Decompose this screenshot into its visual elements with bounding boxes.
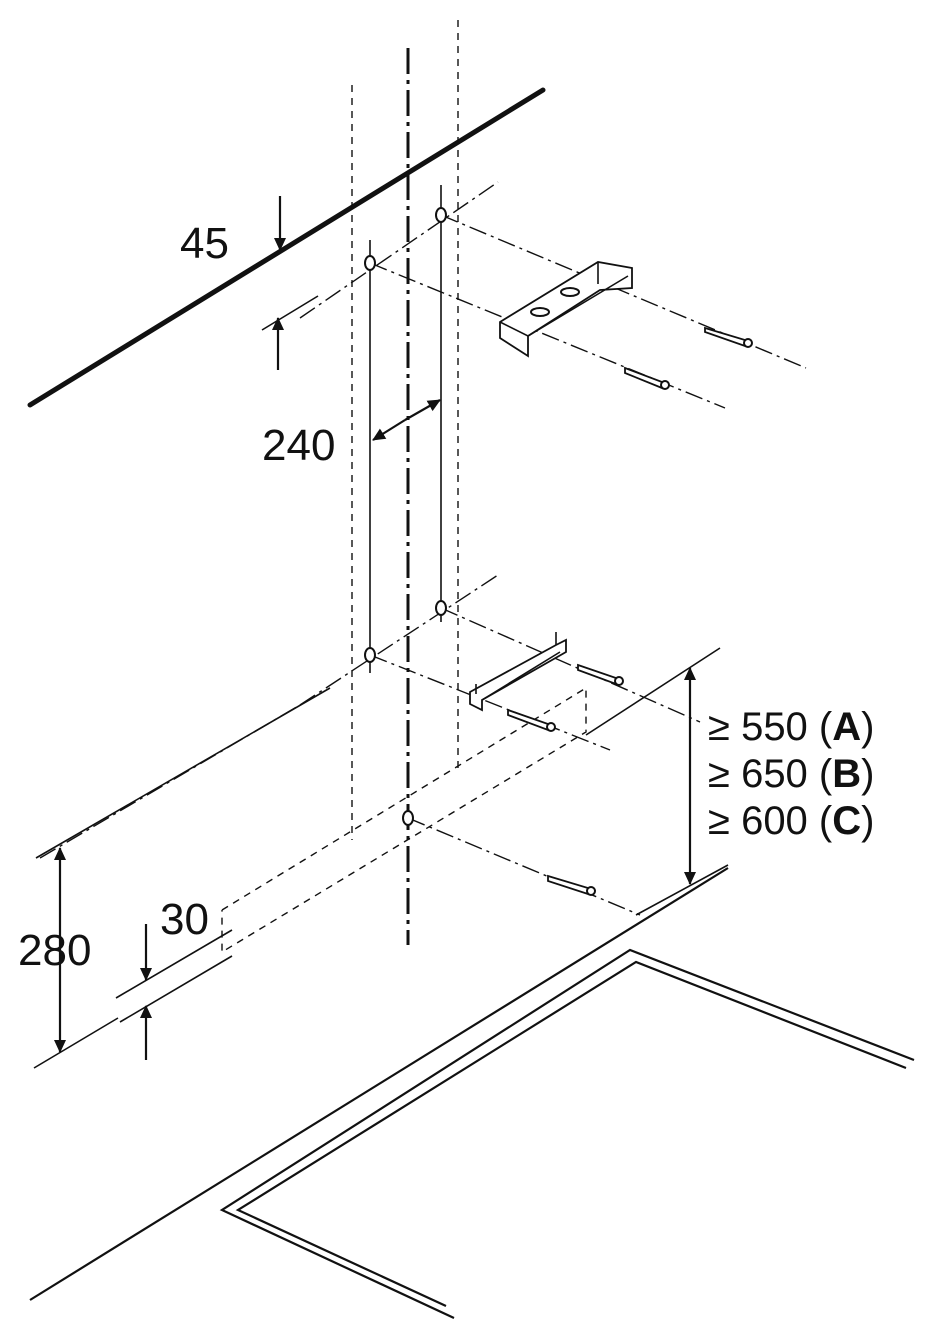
dim-240-arrow-2	[404, 399, 441, 421]
clearance-c-text: ≥ 600 (	[708, 799, 833, 843]
upper-projection-3	[369, 262, 726, 409]
mounting-hole-bottom	[402, 810, 414, 826]
mounting-hole-mid-left	[364, 647, 376, 663]
hob-outer-frame	[219, 948, 915, 1319]
dim-280-label: 280	[18, 926, 91, 975]
mounting-hole-top-left	[364, 255, 376, 271]
hob-inner-frame	[235, 960, 907, 1307]
dim-280-ext-top	[35, 687, 331, 859]
dim-30-ext-bottom	[119, 955, 233, 1023]
lower-bracket-outline	[221, 686, 587, 954]
mounting-hole-mid-right	[435, 600, 447, 616]
dim-240-arrow	[372, 419, 406, 441]
clearance-a-text: ≥ 550 (	[708, 705, 833, 749]
bottom-projection	[407, 817, 641, 916]
upper-projection-2	[440, 214, 807, 369]
worktop-front-edge	[29, 867, 729, 1301]
lower-projection-1	[299, 574, 499, 706]
lower-projection-3	[369, 654, 611, 751]
upper-bracket	[499, 261, 633, 358]
dim-280-ext-bottom	[33, 1017, 119, 1069]
clearance-a: ≥ 550 (A)	[708, 705, 874, 749]
clearance-c-close: )	[861, 799, 874, 843]
dim-30-label: 30	[160, 895, 209, 944]
lower-bracket	[469, 632, 567, 712]
clearance-c-letter: C	[832, 799, 861, 843]
dim-45-ext	[261, 295, 319, 331]
upper-screws	[624, 326, 753, 390]
ceiling-edge-line	[27, 87, 546, 408]
dim-45-label: 45	[180, 219, 229, 268]
clearance-top-ext	[585, 647, 721, 736]
dim-30-ext-top	[115, 929, 233, 999]
clearance-b: ≥ 650 (B)	[708, 752, 874, 796]
mounting-hole-top-right	[435, 207, 447, 223]
lower-projection-2	[440, 607, 701, 723]
clearance-bottom-ext	[635, 864, 729, 916]
clearance-b-letter: B	[832, 752, 861, 796]
clearance-b-close: )	[861, 752, 874, 796]
clearance-a-letter: A	[832, 705, 861, 749]
lower-screws	[507, 663, 624, 896]
upper-projection-1	[299, 181, 499, 319]
clearance-a-close: )	[861, 705, 874, 749]
dim-240-label: 240	[262, 421, 335, 470]
clearance-b-text: ≥ 650 (	[708, 752, 833, 796]
clearance-c: ≥ 600 (C)	[708, 799, 874, 843]
